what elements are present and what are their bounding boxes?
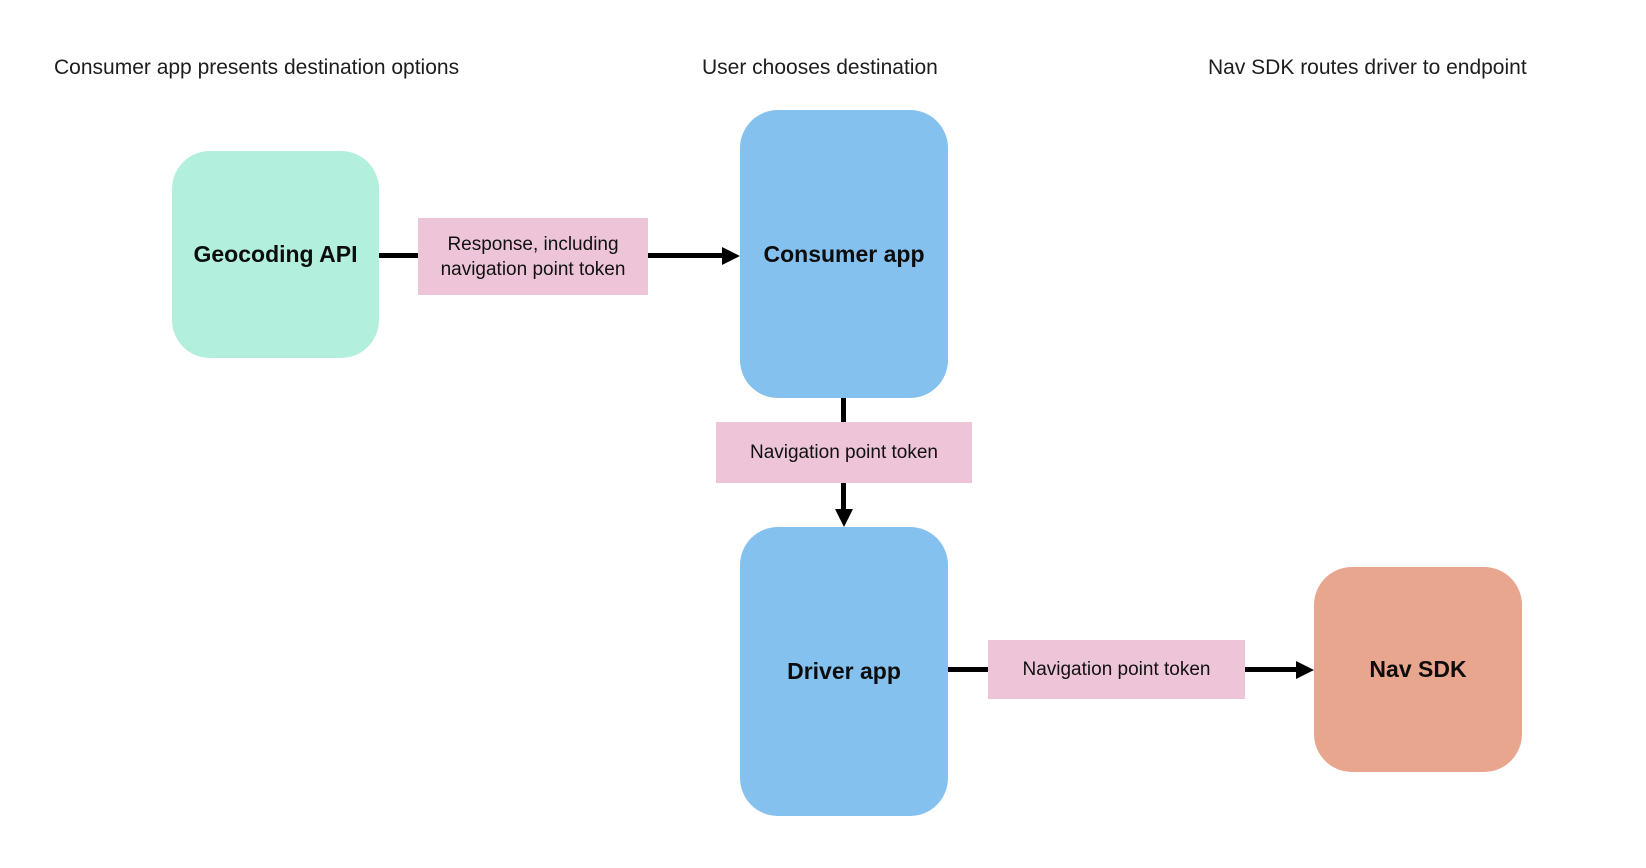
node-label: Driver app bbox=[787, 658, 901, 684]
arrowhead-right-icon bbox=[1296, 661, 1314, 679]
arrowhead-right-icon bbox=[722, 247, 740, 265]
node-consumer-app: Consumer app bbox=[740, 110, 948, 398]
edge-label-navigation-point-token-1: Navigation point token bbox=[716, 422, 972, 483]
arrowhead-down-icon bbox=[835, 509, 853, 527]
node-label: Geocoding API bbox=[193, 241, 358, 267]
node-nav-sdk: Nav SDK bbox=[1314, 567, 1522, 772]
node-label: Nav SDK bbox=[1369, 656, 1467, 682]
step-header-user-chooses: User chooses destination bbox=[702, 56, 938, 79]
node-label: Consumer app bbox=[763, 240, 925, 267]
step-header-consumer-presents: Consumer app presents destination option… bbox=[54, 56, 460, 79]
node-driver-app: Driver app bbox=[740, 527, 948, 816]
edge-label-response-token: Response, including navigation point tok… bbox=[418, 218, 648, 295]
edge-label-navigation-point-token-2: Navigation point token bbox=[988, 640, 1245, 699]
step-header-nav-sdk-routes: Nav SDK routes driver to endpoint bbox=[1208, 56, 1527, 79]
node-geocoding-api: Geocoding API bbox=[172, 151, 379, 358]
